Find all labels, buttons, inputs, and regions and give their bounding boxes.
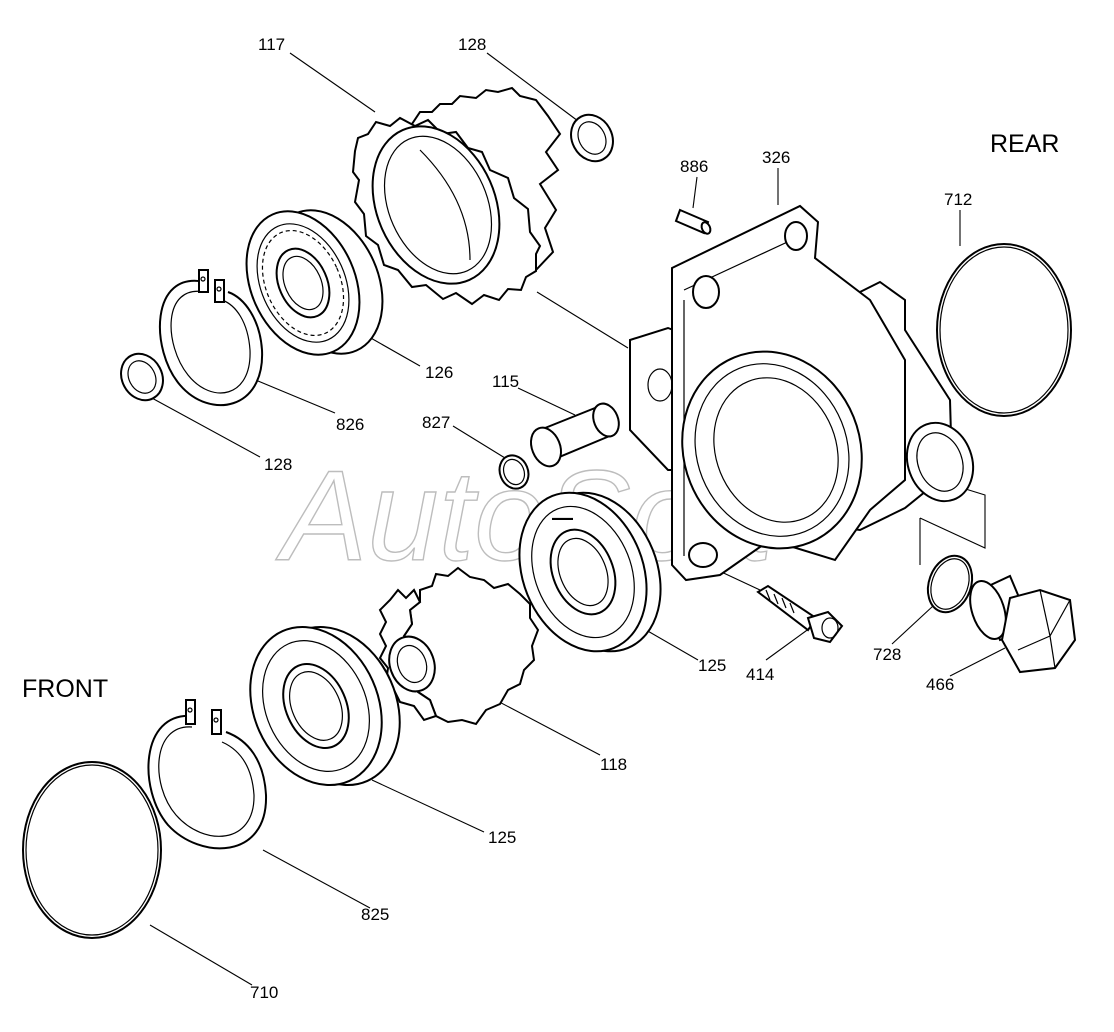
callout-118: 118: [600, 755, 627, 774]
dowel-115: [530, 402, 620, 468]
leader-lines: [149, 52, 1006, 986]
o-ring-712: [936, 243, 1072, 417]
pin-886: [674, 208, 712, 235]
snap-ring-825: [147, 699, 268, 850]
housing-326: [629, 204, 975, 582]
callout-128-left: 128: [264, 455, 292, 474]
callout-128-top: 128: [458, 35, 486, 54]
gear-117: [351, 86, 562, 306]
callout-710: 710: [250, 983, 278, 1002]
bearing-125-mid: ▬▬▬: [518, 491, 662, 653]
plug-466: [969, 574, 1077, 674]
callout-126: 126: [425, 363, 453, 382]
callout-886: 886: [680, 157, 708, 176]
callout-326: 326: [762, 148, 790, 167]
bearing-125-low: [249, 625, 401, 787]
front-label: FRONT: [22, 675, 108, 703]
callout-117: 117: [258, 35, 285, 54]
bearing-126: [245, 209, 384, 356]
svg-text:▬▬▬: ▬▬▬: [552, 515, 573, 522]
bolt-414: [756, 584, 844, 644]
callout-728: 728: [873, 645, 901, 664]
ring-128-top: [570, 113, 614, 163]
callout-826: 826: [336, 415, 364, 434]
gear-118: [378, 566, 540, 726]
callout-125-low: 125: [488, 828, 516, 847]
callout-414: 414: [746, 665, 774, 684]
callout-466: 466: [926, 675, 954, 694]
callout-825: 825: [361, 905, 389, 924]
ring-128-left: [120, 352, 164, 402]
o-ring-827: [498, 454, 530, 490]
callout-115: 115: [492, 372, 519, 391]
rear-label: REAR: [990, 130, 1059, 158]
o-ring-710: [22, 761, 162, 939]
o-ring-728: [926, 554, 974, 614]
callout-827: 827: [422, 413, 450, 432]
callout-712: 712: [944, 190, 972, 209]
snap-ring-826: [158, 269, 264, 407]
callout-125-mid: 125: [698, 656, 726, 675]
